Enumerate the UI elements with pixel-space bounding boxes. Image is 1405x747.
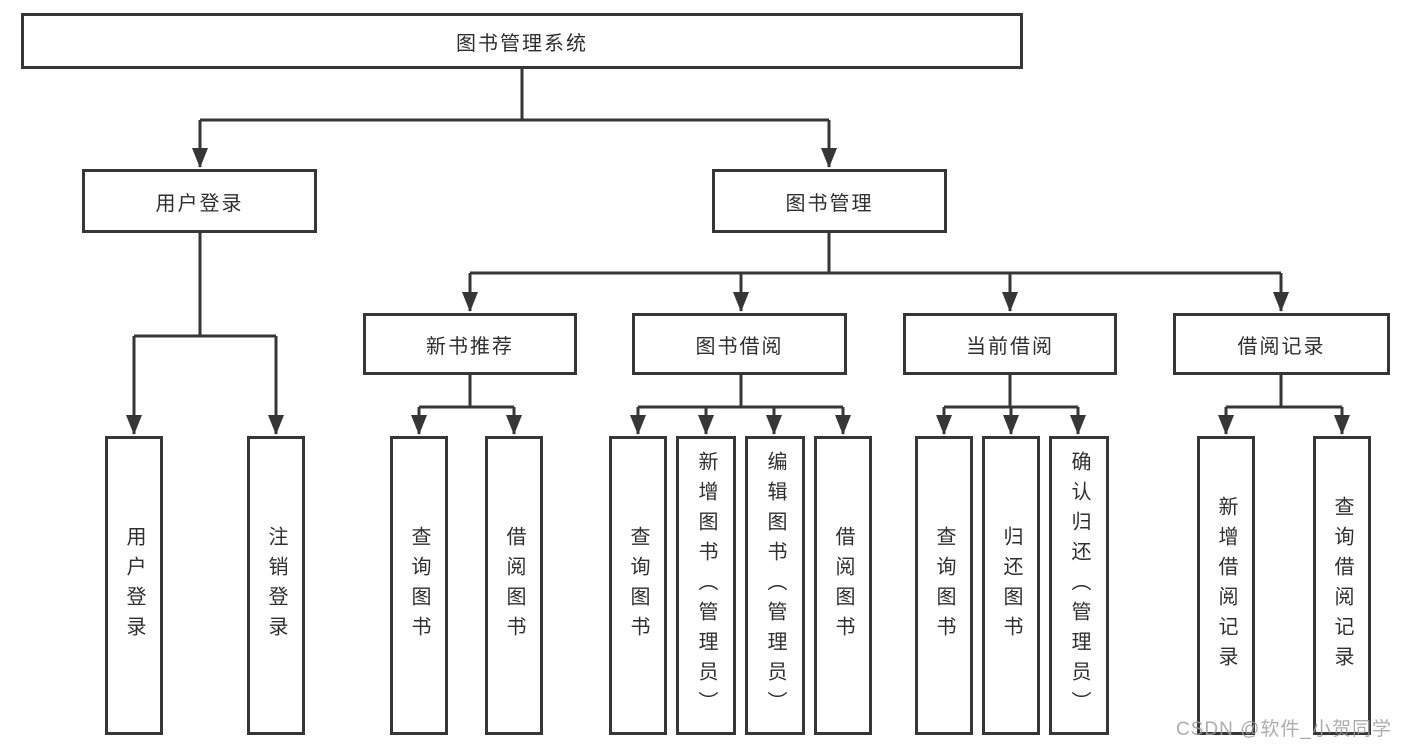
leaf-query-books-borrowing: 查询图书 <box>609 436 667 735</box>
leaf-borrow-books: 借阅图书 <box>814 436 872 735</box>
node-label: 借阅图书 <box>832 525 854 646</box>
node-label: 归还图书 <box>1000 525 1022 646</box>
leaf-confirm-return-admin: 确认归还（管理员） <box>1049 436 1109 735</box>
node-borrowing-records: 借阅记录 <box>1173 313 1390 375</box>
node-label: 确认归还（管理员） <box>1068 450 1090 721</box>
leaf-query-books-recommend: 查询图书 <box>390 436 448 735</box>
node-user-login: 用户登录 <box>82 169 317 233</box>
node-label: 查询借阅记录 <box>1331 495 1353 676</box>
node-new-book-recommendation: 新书推荐 <box>363 313 577 375</box>
node-label: 图书管理 <box>785 192 874 215</box>
leaf-edit-book-admin: 编辑图书（管理员） <box>745 436 805 735</box>
leaf-query-borrow-record: 查询借阅记录 <box>1313 436 1371 735</box>
node-label: 新书推荐 <box>426 335 514 358</box>
node-label: 用户登录 <box>123 525 145 646</box>
node-label: 图书管理系统 <box>456 32 588 55</box>
node-label: 借阅图书 <box>503 525 525 646</box>
node-book-borrowing: 图书借阅 <box>632 313 847 375</box>
leaf-logout: 注销登录 <box>247 436 305 735</box>
node-label: 新增借阅记录 <box>1215 495 1237 676</box>
node-current-borrowing: 当前借阅 <box>903 313 1117 375</box>
node-label: 当前借阅 <box>966 335 1054 358</box>
node-label: 编辑图书（管理员） <box>764 450 786 721</box>
node-label: 注销登录 <box>265 525 287 646</box>
leaf-add-borrow-record: 新增借阅记录 <box>1197 436 1255 735</box>
leaf-borrow-books-recommend: 借阅图书 <box>485 436 543 735</box>
node-book-management: 图书管理 <box>712 169 947 233</box>
node-label: 图书借阅 <box>695 335 784 358</box>
leaf-user-login: 用户登录 <box>105 436 163 735</box>
node-label: 借阅记录 <box>1237 335 1326 358</box>
node-label: 新增图书（管理员） <box>695 450 717 721</box>
node-label: 查询图书 <box>408 525 430 646</box>
node-label: 查询图书 <box>627 525 649 646</box>
leaf-return-books: 归还图书 <box>982 436 1040 735</box>
leaf-query-books-current: 查询图书 <box>915 436 973 735</box>
node-label: 查询图书 <box>933 525 955 646</box>
csdn-watermark: CSDN @软件_小贺同学 <box>1176 719 1392 740</box>
node-label: 用户登录 <box>155 192 244 215</box>
connector-elbows <box>134 69 1342 409</box>
node-library-management-system: 图书管理系统 <box>21 13 1023 69</box>
connector-arrows <box>126 120 1350 435</box>
leaf-add-book-admin: 新增图书（管理员） <box>676 436 736 735</box>
